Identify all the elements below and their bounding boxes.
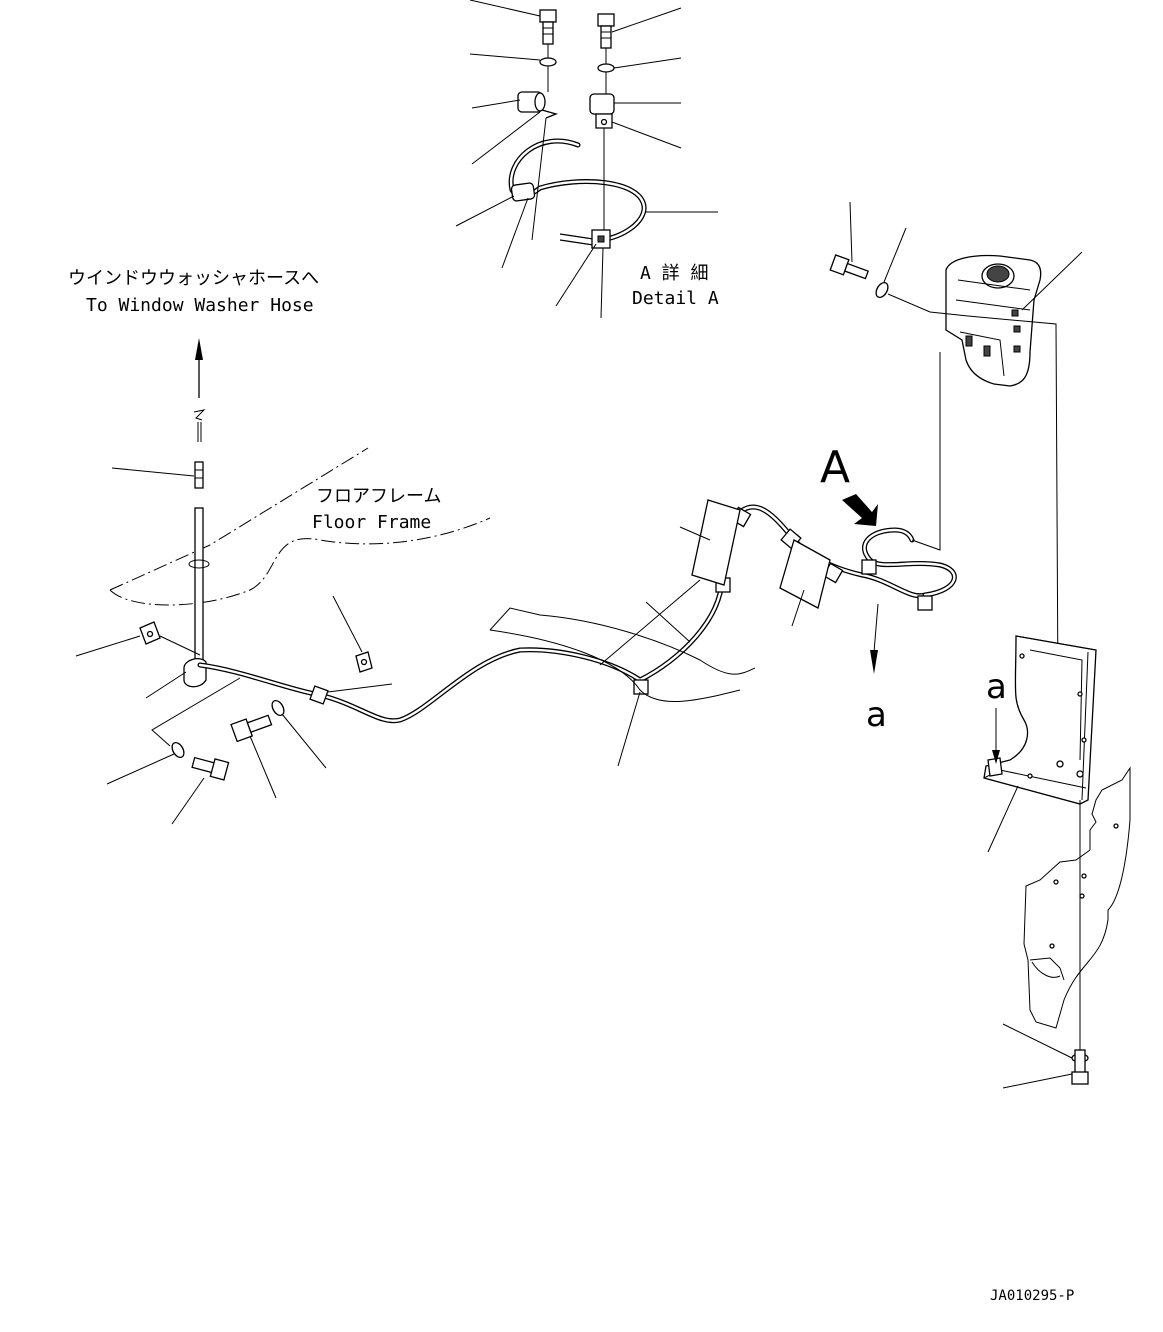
hose-plates <box>679 499 831 627</box>
tank-bracket <box>983 635 1097 853</box>
point-a-label-left: a <box>866 695 887 735</box>
point-a-label-right: a <box>986 667 1007 707</box>
detail-a-view <box>455 0 718 319</box>
detail-clamp-right <box>589 93 615 129</box>
floor-frame-label-en: Floor Frame <box>312 512 431 533</box>
frame-lines <box>489 579 756 702</box>
detail-bolt-left <box>539 9 557 45</box>
detail-bolt-right <box>597 13 615 49</box>
view-a-arrow <box>842 494 878 526</box>
washer-hose-label-en: To Window Washer Hose <box>86 295 314 316</box>
detail-sleeve <box>510 182 536 202</box>
washer-hose-direction <box>111 338 206 489</box>
point-a-arrow <box>870 603 879 674</box>
bottom-bolt <box>1002 1023 1089 1089</box>
tank-bolt <box>829 201 1059 691</box>
detail-washer-right <box>597 63 615 73</box>
detail-a-label-jp: A 詳 細 <box>640 263 709 284</box>
floor-frame-label-jp: フロアフレーム <box>316 486 441 507</box>
detail-washer-left <box>539 57 557 67</box>
detail-spacer-left <box>517 91 559 119</box>
washer-hose-label-jp: ウインドウウォッシャホースへ <box>68 268 319 289</box>
drawing-code: JA010295-P <box>990 1288 1074 1304</box>
floor-frame-outline <box>109 447 491 606</box>
washer-tank <box>945 251 1083 387</box>
side-frame-plate <box>1023 766 1131 1050</box>
lower-left-parts <box>75 595 691 825</box>
detail-a-label-en: Detail A <box>632 288 719 309</box>
view-a-label: A <box>820 442 850 493</box>
